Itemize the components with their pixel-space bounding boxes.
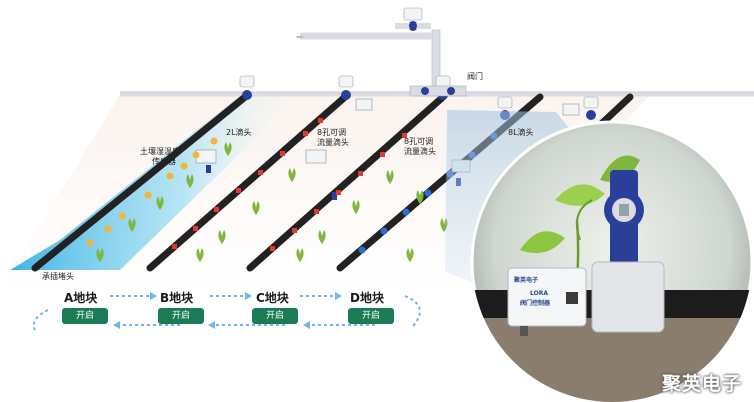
device-subtitle: 阀门控制器 bbox=[520, 300, 551, 307]
valve-controller-a-icon bbox=[239, 75, 255, 100]
drip-2l-label: 2L滴头 bbox=[226, 128, 252, 137]
adjustable-dripper-b-label-line2: 流量滴头 bbox=[404, 147, 436, 156]
top-valve-icon bbox=[395, 7, 431, 31]
sensor-box-top-b-icon bbox=[355, 98, 373, 111]
drip-line-c bbox=[246, 93, 447, 272]
zone-b-title: B地块 bbox=[160, 291, 194, 305]
watermark: 聚英电子 bbox=[661, 373, 742, 395]
arrow-heads bbox=[113, 292, 342, 329]
zone-d-title: D地块 bbox=[350, 291, 384, 305]
zone-c-open-button[interactable]: 开启 bbox=[252, 308, 298, 324]
valve-controller-e-icon bbox=[583, 96, 599, 120]
zone-a-yellow-drippers bbox=[86, 137, 218, 247]
zone-a-open-button[interactable]: 开启 bbox=[62, 308, 108, 324]
butterfly-valve-icon bbox=[604, 170, 644, 270]
soil-sensor-label-line1: 土壤湿温度 bbox=[140, 147, 180, 156]
lora-controller-box bbox=[507, 267, 587, 327]
end-plug-label: 承插堵头 bbox=[42, 272, 74, 281]
adjustable-dripper-label-line1: 8孔可调 bbox=[317, 128, 347, 137]
zone-b-red-drippers bbox=[172, 118, 323, 249]
soil-sensor-label-line2: 传感器 bbox=[152, 157, 176, 166]
device-model: LORA bbox=[530, 290, 548, 297]
sensor-box-b-icon bbox=[305, 149, 337, 200]
zone-c-red-drippers bbox=[270, 133, 407, 251]
zone-c-title: C地块 bbox=[256, 291, 289, 305]
drip-line-b bbox=[146, 93, 349, 272]
valve-controller-b-icon bbox=[338, 75, 354, 100]
seedlings bbox=[96, 142, 448, 262]
soil-sensor-label: 土壤湿温度 传感器 bbox=[140, 147, 180, 167]
adjustable-dripper-b-label-line1: 8孔可调 bbox=[404, 137, 434, 146]
adjustable-dripper-b-label: 8孔可调 流量滴头 bbox=[404, 137, 436, 157]
drip-line-a bbox=[31, 93, 249, 272]
drip-8l-label: 8L滴头 bbox=[508, 128, 534, 137]
flow-arrows bbox=[32, 295, 421, 333]
device-brand: 聚英电子 bbox=[514, 277, 539, 284]
qr-code-icon bbox=[566, 292, 578, 304]
adjustable-dripper-label-line2: 流量滴头 bbox=[317, 138, 349, 147]
zone-a-title: A地块 bbox=[64, 291, 98, 305]
leaf-icon bbox=[520, 231, 565, 254]
valve-label: 阀门 bbox=[467, 72, 483, 81]
zone-d-open-button[interactable]: 开启 bbox=[348, 308, 394, 324]
zone-b-open-button[interactable]: 开启 bbox=[158, 308, 204, 324]
valve-actuator-housing bbox=[591, 261, 665, 333]
adjustable-dripper-label: 8孔可调 流量滴头 bbox=[317, 128, 349, 148]
sensor-box-top-e-icon bbox=[562, 103, 580, 116]
main-valve-icon bbox=[409, 85, 467, 97]
